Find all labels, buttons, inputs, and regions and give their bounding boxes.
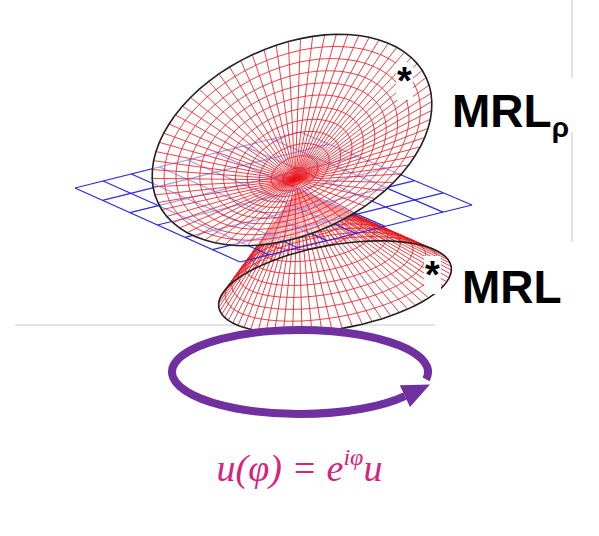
mrl-rho-label: MRLρ (452, 86, 569, 144)
mesh-ring (247, 131, 340, 202)
asterisk-mark: * (424, 256, 441, 294)
mesh-ring (212, 95, 375, 218)
rotation-arrow (172, 330, 428, 414)
mrl-text: MRL (452, 85, 552, 137)
guide-line (15, 325, 435, 326)
mesh-ring (283, 168, 306, 186)
mesh-ring (164, 47, 420, 241)
asterisk-mark: * (396, 62, 413, 100)
mesh-fill (152, 34, 432, 245)
mesh-ring (236, 119, 353, 207)
formula-text: u (363, 447, 382, 489)
mrl-text: MRL (462, 261, 562, 313)
mesh-ring (176, 59, 409, 235)
mrl-label: MRL (462, 262, 562, 313)
mesh-ring (200, 83, 386, 224)
phase-formula: u(φ) = eiφu (0, 444, 599, 490)
guide-line (572, 0, 573, 78)
mesh-rim (152, 34, 432, 245)
mesh-rim (219, 241, 452, 333)
guide-line (572, 132, 573, 242)
formula-text: u(φ) = e (217, 447, 344, 489)
formula-superscript: iφ (343, 444, 363, 470)
rho-subscript: ρ (552, 112, 569, 143)
arrow-head (400, 385, 430, 408)
mesh-ring (271, 156, 318, 191)
upper-mesh (152, 34, 432, 245)
